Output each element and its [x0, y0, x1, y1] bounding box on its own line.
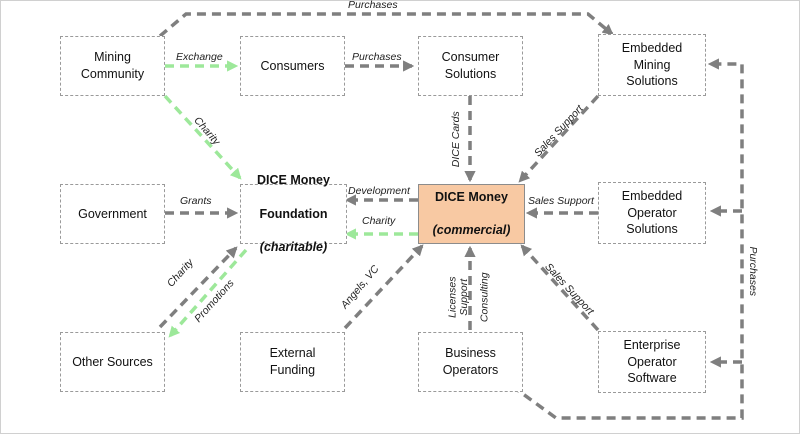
label-licenses: Licenses	[446, 276, 459, 318]
label-purchases-consumers: Purchases	[352, 51, 402, 63]
label-support: Support	[458, 278, 471, 316]
label-dice-cards: DICE Cards	[449, 111, 462, 168]
node-mining-community: Mining Community	[60, 36, 165, 96]
node-business-operators: Business Operators	[418, 332, 523, 392]
arrow-charity-other	[158, 246, 238, 329]
arrow-angels-vc	[343, 244, 424, 330]
label-grants: Grants	[180, 195, 212, 207]
node-other-sources: Other Sources	[60, 332, 165, 392]
commercial-line1: DICE Money	[435, 189, 508, 204]
node-dice-money-commercial: DICE Money (commercial)	[418, 184, 525, 244]
node-embedded-mining-solutions: Embedded Mining Solutions	[598, 34, 706, 96]
arrow-charity-mining	[163, 94, 242, 180]
node-dice-money-foundation: DICE Money Foundation (charitable)	[240, 173, 347, 254]
foundation-line2: Foundation	[259, 206, 328, 221]
node-consumers: Consumers	[240, 36, 345, 96]
label-sales-support-operator: Sales Support	[528, 195, 594, 207]
arrow-sales-support-enterprise	[520, 244, 600, 332]
arrow-purchases-right-loop	[510, 58, 744, 420]
commercial-line2: (commercial)	[432, 223, 511, 238]
node-embedded-operator-solutions: Embedded Operator Solutions	[598, 182, 706, 244]
label-consulting: Consulting	[478, 272, 491, 323]
label-exchange: Exchange	[176, 51, 223, 63]
arrow-sales-support-mining	[518, 94, 600, 183]
arrow-promotions	[168, 248, 248, 338]
label-purchases-right: Purchases	[747, 246, 760, 297]
foundation-line3: (charitable)	[259, 240, 328, 255]
label-charity-commercial: Charity	[362, 215, 396, 227]
label-purchases-top: Purchases	[348, 0, 398, 11]
arrow-purchases-top	[158, 12, 614, 38]
node-external-funding: External Funding	[240, 332, 345, 392]
node-government: Government	[60, 184, 165, 244]
node-enterprise-operator-software: Enterprise Operator Software	[598, 331, 706, 393]
foundation-line1: DICE Money	[257, 172, 330, 187]
node-consumer-solutions: Consumer Solutions	[418, 36, 523, 96]
label-development: Development	[348, 185, 410, 197]
